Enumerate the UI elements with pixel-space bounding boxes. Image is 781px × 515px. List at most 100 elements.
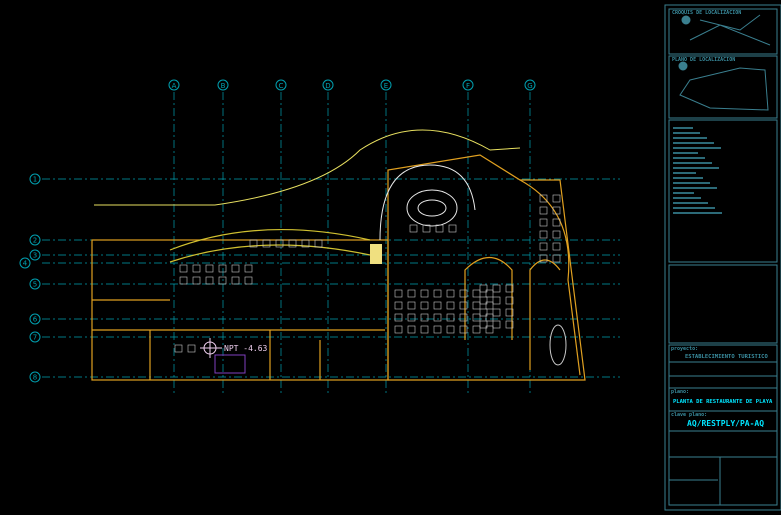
dining-table xyxy=(539,230,548,239)
dining-table xyxy=(249,239,258,248)
grid-bubble-row xyxy=(19,257,31,269)
dining-table xyxy=(539,218,548,227)
dining-table xyxy=(505,284,514,293)
grid-label-row: 7 xyxy=(33,334,37,342)
site-plan-title: PLANO DE LOCALIZACION xyxy=(672,57,736,63)
dining-table xyxy=(420,313,429,322)
sheet-code: AQ/RESTPLY/PA-AQ xyxy=(687,419,765,428)
dining-table xyxy=(218,276,227,285)
grid-bubble-row xyxy=(29,173,41,185)
furniture xyxy=(174,194,561,353)
dining-table xyxy=(485,301,494,310)
grid-bubble-row xyxy=(29,278,41,290)
grid-bubble-col xyxy=(524,79,536,91)
grid-label-row: 6 xyxy=(33,316,38,324)
dining-table xyxy=(479,284,488,293)
grid-label-row: 3 xyxy=(33,252,37,260)
dining-table xyxy=(433,301,442,310)
grid-label-row: 2 xyxy=(33,237,37,245)
dining-table xyxy=(244,276,253,285)
dining-table xyxy=(459,289,468,298)
dining-table xyxy=(420,301,429,310)
dining-table xyxy=(394,289,403,298)
dining-table xyxy=(539,242,548,251)
dining-table xyxy=(472,289,481,298)
dining-table xyxy=(407,325,416,334)
dining-table xyxy=(492,296,501,305)
grid-bubble-col xyxy=(168,79,180,91)
grid-bubble-col xyxy=(380,79,392,91)
column-block xyxy=(370,244,382,264)
dining-table xyxy=(218,264,227,273)
dining-table xyxy=(492,284,501,293)
level-label: NPT -4.63 xyxy=(224,344,268,353)
dining-table xyxy=(192,276,201,285)
dining-table xyxy=(485,325,494,334)
dining-table xyxy=(446,313,455,322)
level-marker xyxy=(200,338,222,358)
dining-table xyxy=(539,254,548,263)
grid-label-row: 4 xyxy=(23,260,28,268)
grid-label-row: 8 xyxy=(33,374,37,382)
grid-bubble-col xyxy=(322,79,334,91)
dining-table xyxy=(446,325,455,334)
dining-table xyxy=(479,320,488,329)
dining-table xyxy=(192,264,201,273)
dining-table xyxy=(505,320,514,329)
dining-table xyxy=(275,239,284,248)
dining-table xyxy=(479,296,488,305)
central-bar xyxy=(406,189,458,227)
dining-table xyxy=(262,239,271,248)
dining-table xyxy=(394,301,403,310)
dining-table xyxy=(394,325,403,334)
grid-bubble-row xyxy=(29,371,41,383)
dining-table xyxy=(448,224,457,233)
dining-table xyxy=(459,325,468,334)
dining-table xyxy=(552,206,561,215)
dining-table xyxy=(552,218,561,227)
dining-table xyxy=(422,224,431,233)
dining-table xyxy=(459,301,468,310)
grid-label-col: A xyxy=(172,82,177,90)
dining-table xyxy=(174,344,183,353)
grid-label-col: G xyxy=(527,82,532,90)
title-block-frame xyxy=(664,4,781,511)
grid-label-col: E xyxy=(384,82,388,90)
dining-table xyxy=(205,276,214,285)
dining-table xyxy=(552,230,561,239)
dining-table xyxy=(552,242,561,251)
grid-bubble-col xyxy=(275,79,287,91)
dining-table xyxy=(420,325,429,334)
dining-table xyxy=(492,308,501,317)
dining-table xyxy=(539,206,548,215)
dining-table xyxy=(301,239,310,248)
dining-table xyxy=(433,289,442,298)
grid-bubble-row xyxy=(29,234,41,246)
dining-table xyxy=(485,313,494,322)
dining-table xyxy=(472,313,481,322)
grid-label-col: C xyxy=(279,82,284,90)
dining-table xyxy=(433,313,442,322)
location-sketch-title: CROQUIS DE LOCALIZACION xyxy=(672,10,742,16)
dining-table xyxy=(288,239,297,248)
dining-table xyxy=(187,344,196,353)
dining-table xyxy=(409,224,418,233)
grid-label-col: B xyxy=(221,82,226,90)
dining-table xyxy=(505,308,514,317)
grid-label-col: F xyxy=(466,82,470,90)
dining-table xyxy=(446,301,455,310)
dining-table xyxy=(552,254,561,263)
grid-bubble-col xyxy=(217,79,229,91)
dining-table xyxy=(459,313,468,322)
grid-bubble-row xyxy=(29,249,41,261)
sheet-label: clave plano: xyxy=(671,412,708,418)
project-name: ESTABLECIMIENTO TURISTICO xyxy=(685,354,768,360)
dining-table xyxy=(394,313,403,322)
dining-table xyxy=(505,296,514,305)
dining-table xyxy=(179,264,188,273)
project-label: proyecto: xyxy=(671,346,699,352)
dining-table xyxy=(244,264,253,273)
grid-label-row: 1 xyxy=(33,176,37,184)
building-walls xyxy=(91,129,586,381)
